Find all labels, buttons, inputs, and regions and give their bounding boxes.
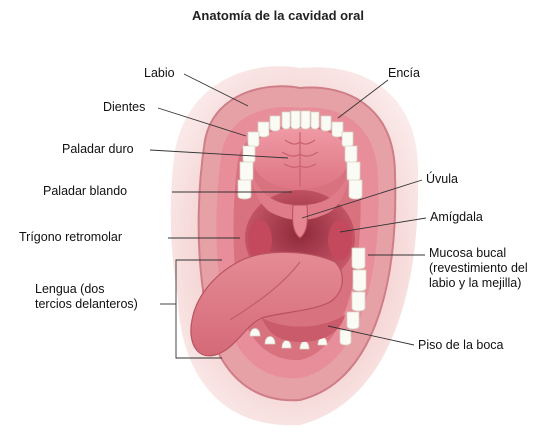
leader-paladar-duro (149, 149, 289, 159)
palate-ridges (281, 132, 319, 186)
label-labio: Labio (144, 66, 175, 80)
label-trigono-retromolar: Trígono retromolar (19, 230, 123, 244)
leader-dientes (157, 107, 247, 137)
label-paladar-blando: Paladar blando (43, 184, 128, 198)
label-lengua-line1: Lengua (dos (35, 282, 105, 296)
leader-encia (337, 79, 389, 119)
label-paladar-duro: Paladar duro (62, 142, 134, 156)
right-tonsil (328, 220, 352, 260)
left-tonsil (248, 220, 272, 260)
label-dientes: Dientes (103, 100, 146, 114)
label-piso-de-la-boca: Piso de la boca (418, 338, 504, 352)
upper-teeth (237, 110, 363, 200)
floor-of-mouth (262, 315, 345, 342)
label-amigdala: Amígdala (430, 210, 483, 224)
tongue (190, 251, 343, 357)
label-mucosa-bucal: Mucosa bucal (revestimiento del labio y … (429, 246, 528, 291)
label-lengua: Lengua (dos tercios delanteros) (35, 282, 138, 312)
leader-amigdala (339, 217, 427, 233)
lower-teeth (249, 247, 367, 350)
label-lengua-line2: tercios delanteros) (35, 297, 138, 311)
soft-palate (250, 170, 350, 220)
label-mucosa-line2: (revestimiento del (429, 261, 528, 275)
leader-piso (327, 325, 415, 346)
leader-labio (183, 73, 249, 107)
label-encia: Encía (388, 66, 420, 80)
label-mucosa-line1: Mucosa bucal (429, 246, 507, 260)
diagram-title: Anatomía de la cavidad oral (192, 8, 364, 23)
leader-uvula (301, 179, 423, 219)
leader-lengua-bracket (175, 259, 222, 359)
label-uvula: Úvula (426, 172, 458, 186)
leader-lines (149, 73, 427, 359)
tongue-midline (229, 261, 301, 321)
uvula (292, 204, 308, 239)
label-mucosa-line3: labio y la mejilla) (429, 276, 522, 290)
